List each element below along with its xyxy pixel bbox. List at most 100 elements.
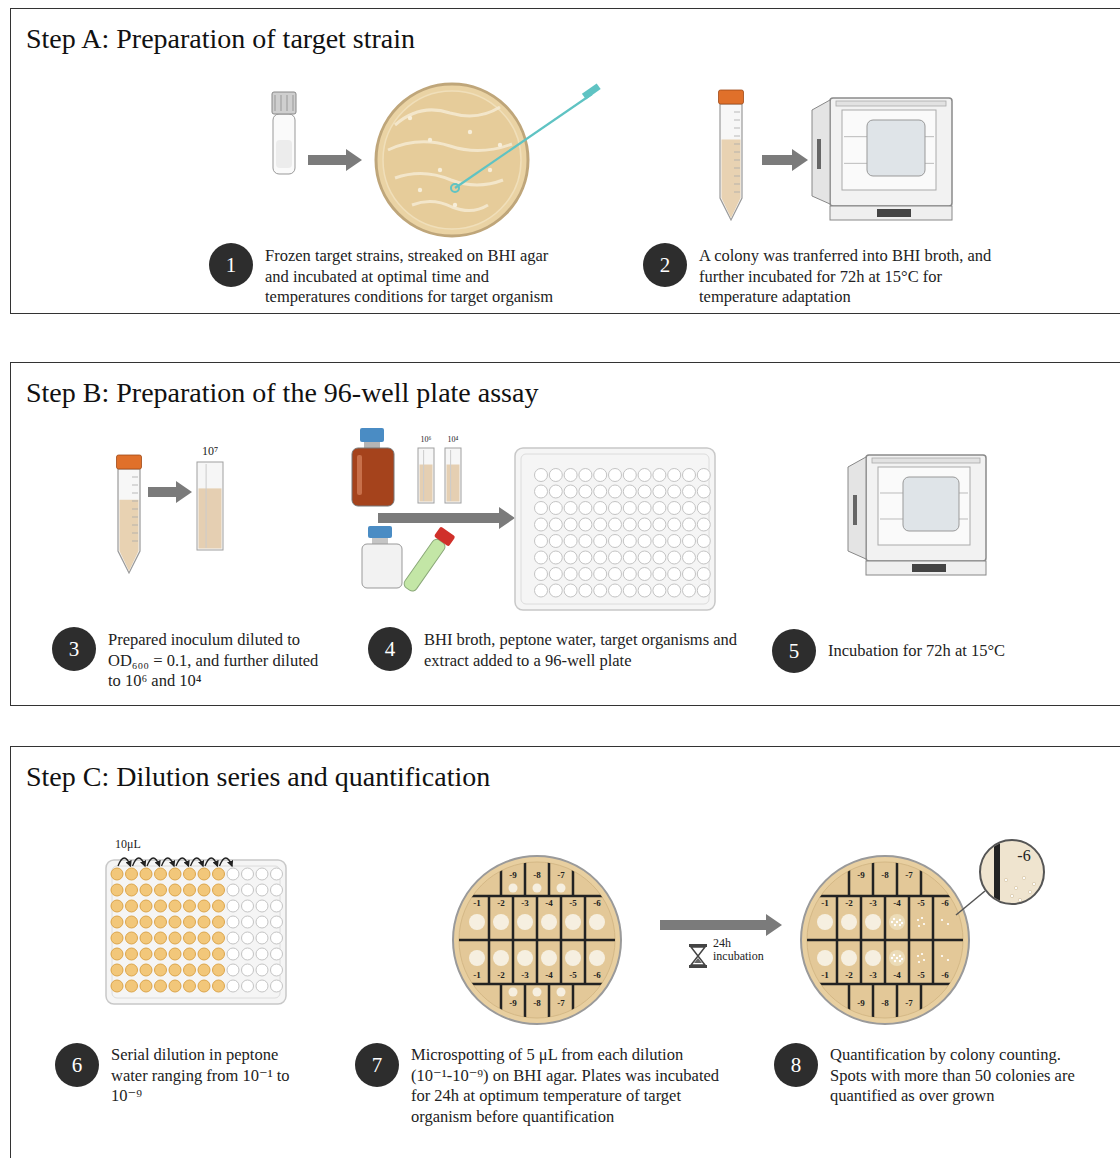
- incubator-chamber: [878, 467, 970, 545]
- plate-well: [579, 485, 592, 498]
- plate-well: [111, 916, 123, 928]
- sample-tube: [401, 526, 456, 594]
- plate-well: [594, 502, 607, 515]
- plate-well: [535, 584, 548, 597]
- incubator-window: [903, 477, 959, 531]
- grid-line: [884, 896, 887, 984]
- inoculation-loop: [455, 94, 592, 188]
- plate-well: [184, 948, 196, 960]
- dilution-label: -3: [521, 971, 529, 981]
- grid-line: [572, 984, 575, 1030]
- plate-well: [564, 535, 577, 548]
- plate-well: [111, 900, 123, 912]
- culture-spot: [509, 884, 518, 893]
- culture-spot: [541, 950, 557, 966]
- step-number: 7: [355, 1043, 399, 1087]
- plate-well: [242, 932, 254, 944]
- dilution-label: -6: [593, 899, 601, 909]
- step-item: 1Frozen target strains, streaked on BHI …: [209, 243, 565, 308]
- plate-well: [609, 485, 622, 498]
- plate-well: [683, 502, 696, 515]
- transfer-arrow: [118, 858, 131, 866]
- culture-spot: [557, 884, 566, 893]
- incubator-base: [866, 561, 986, 575]
- colony: [899, 924, 901, 926]
- dilution-label: -9: [509, 871, 517, 881]
- step-number: 3: [52, 627, 96, 671]
- plate-well: [271, 932, 283, 944]
- plate-well: [227, 884, 239, 896]
- step-number: 2: [643, 243, 687, 287]
- grid-line: [932, 896, 935, 984]
- plate-well: [668, 551, 681, 564]
- plate-well: [227, 932, 239, 944]
- plate-well: [594, 551, 607, 564]
- plate-well: [242, 964, 254, 976]
- plate-well: [535, 502, 548, 515]
- dilution-label: -2: [497, 971, 505, 981]
- plate-well: [140, 932, 152, 944]
- grid-line: [872, 984, 875, 1030]
- plate-inner: [521, 454, 709, 604]
- incubator-chamber: [842, 110, 936, 190]
- plate-well: [256, 948, 268, 960]
- plate-well: [198, 916, 210, 928]
- plate-well: [198, 884, 210, 896]
- grid-line: [836, 896, 839, 984]
- plate-well: [549, 568, 562, 581]
- colony: [418, 188, 422, 192]
- step-item: 2A colony was tranferred into BHI broth,…: [643, 243, 994, 308]
- plate-well: [111, 884, 123, 896]
- plate-well: [623, 551, 636, 564]
- dilution-label: -1: [473, 971, 481, 981]
- plate-well: [271, 900, 283, 912]
- plate-well: [140, 868, 152, 880]
- plate-well: [697, 518, 710, 531]
- falcon-tube: [719, 90, 744, 220]
- dilution-label: -8: [533, 871, 541, 881]
- well-plate: [515, 448, 715, 610]
- dilution-label: -2: [845, 899, 853, 909]
- colony: [899, 919, 901, 921]
- grid-line: [896, 850, 899, 896]
- plate-well: [227, 868, 239, 880]
- plate-well: [126, 980, 138, 992]
- tube-graduation: [132, 525, 138, 526]
- colony: [923, 923, 925, 925]
- cuvette-liquid: [420, 465, 433, 502]
- bottle-body: [362, 544, 402, 588]
- plate-well: [609, 469, 622, 482]
- bottle-shine: [357, 455, 362, 495]
- colony: [901, 922, 903, 924]
- step-description: BHI broth, peptone water, target organis…: [424, 630, 756, 671]
- culture-spot: [817, 914, 833, 930]
- plate-well: [683, 469, 696, 482]
- plate-well: [213, 916, 225, 928]
- dilution-label: -1: [821, 971, 829, 981]
- incubator-window: [867, 120, 925, 176]
- plate-well: [579, 584, 592, 597]
- colony: [917, 919, 919, 921]
- plate-well: [697, 568, 710, 581]
- step-description: Quantification by colony counting. Spots…: [830, 1045, 1098, 1107]
- zoom-label: -6: [1017, 847, 1030, 865]
- grid-line: [584, 896, 587, 984]
- plate-well: [213, 932, 225, 944]
- cap-ridge: [275, 95, 276, 111]
- tube-graduation: [132, 541, 138, 542]
- dilution-label: -1: [473, 899, 481, 909]
- plate-well: [594, 535, 607, 548]
- step-number: 1: [209, 243, 253, 287]
- plate-well: [198, 980, 210, 992]
- tube-graduation: [734, 176, 740, 177]
- culture-spot: [469, 950, 485, 966]
- culture-spot: [889, 950, 905, 966]
- dilution-label: -7: [905, 871, 913, 881]
- plate-well: [169, 932, 181, 944]
- plate-well: [609, 518, 622, 531]
- colony: [893, 954, 895, 956]
- plate-well: [609, 584, 622, 597]
- agar-plate: [795, 850, 975, 1030]
- hourglass-glass: [691, 947, 705, 965]
